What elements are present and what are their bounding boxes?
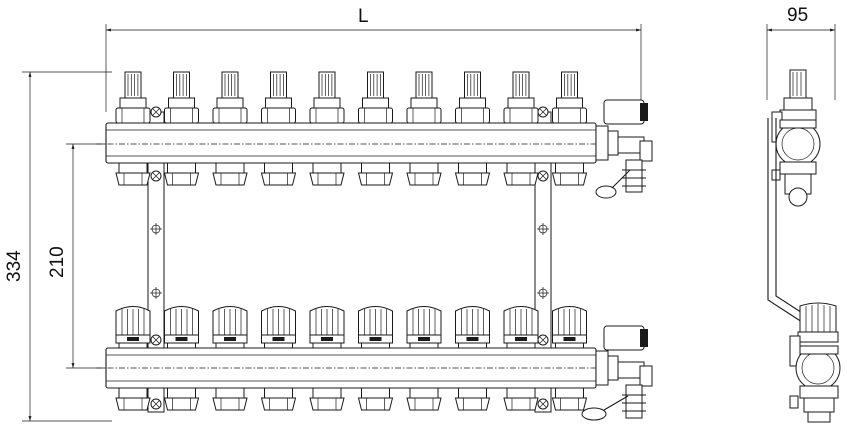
dimension-length: L [105,6,642,112]
supply-end-fitting [595,99,653,199]
thermostatic-valve [309,306,345,349]
supply-outlet [503,162,539,186]
supply-outlet [115,162,151,186]
supply-outlet [454,162,491,186]
bracket-bolt [150,398,162,410]
thermostatic-valve [406,306,442,349]
side-view [767,69,841,423]
return-outlet [212,387,248,411]
flow-meter [261,71,296,124]
return-outlet [163,387,200,411]
return-outlet [115,387,151,411]
supply-outlet [551,162,588,186]
supply-outlet [406,162,442,186]
flow-meter [503,71,539,124]
thermostatic-valve [212,306,248,349]
dimension-depth: 95 [766,5,836,100]
thermostatic-valve [261,306,296,349]
length-label: L [358,6,369,27]
flow-meter [552,71,587,124]
dimension-axis-spacing: 210 [47,143,104,369]
flow-meter [455,71,490,124]
bracket-bolt [537,106,549,118]
supply-outlet [309,162,345,186]
return-outlet [406,387,442,411]
axis-spacing-label: 210 [47,246,68,278]
flow-meter [115,71,151,124]
supply-bar [96,122,606,164]
flow-meter [212,71,248,124]
thermostatic-valve [164,306,199,349]
return-outlet [357,387,394,411]
thermostatic-valve [503,306,539,349]
return-outlet [454,387,491,411]
supply-outlet [260,162,297,186]
front-view [96,71,653,421]
bracket-bolt [150,170,162,182]
return-outlet [260,387,297,411]
return-bar [96,347,606,389]
flow-meter-row [115,71,587,124]
return-outlet-row [115,387,588,411]
return-outlet [503,387,539,411]
bracket-bolt [537,398,549,410]
bracket-bolt [537,170,549,182]
supply-outlet [163,162,200,186]
return-end-fitting [581,325,653,421]
flow-meter [309,71,345,124]
flow-meter [164,71,199,124]
supply-outlet-row [115,162,588,186]
return-outlet [551,387,588,411]
total-height-label: 334 [4,250,25,282]
thermostatic-valve-row [115,306,587,349]
flow-meter [406,71,442,124]
flow-meter [358,71,393,124]
thermostatic-valve [115,306,151,349]
bracket-bolt [537,334,549,346]
bracket-bolt [150,334,162,346]
bracket-bolt [150,106,162,118]
thermostatic-valve [455,306,490,349]
supply-outlet [357,162,394,186]
thermostatic-valve [552,306,587,349]
thermostatic-valve [358,306,393,349]
dimension-total-height: 334 [4,71,112,422]
return-outlet [309,387,345,411]
supply-outlet [212,162,248,186]
depth-label: 95 [787,5,808,26]
